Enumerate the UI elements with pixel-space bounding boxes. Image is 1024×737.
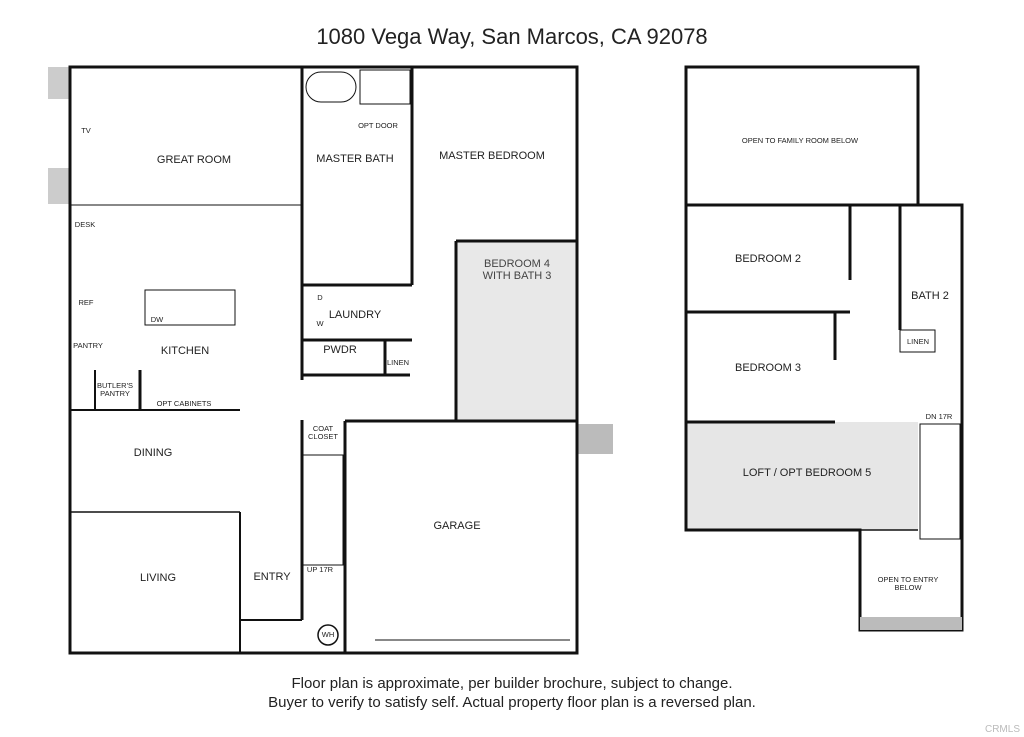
room-laundry: LAUNDRY — [328, 308, 382, 321]
disclaimer-line-2: Buyer to verify to satisfy self. Actual … — [268, 694, 756, 711]
linen-label: LINEN — [386, 357, 410, 367]
second-floor-walls — [684, 65, 964, 632]
room-master-bath: MASTER BATH — [316, 152, 394, 165]
coat-label: COAT — [312, 423, 334, 433]
room-bath-2: BATH 2 — [911, 289, 949, 302]
room-living: LIVING — [139, 571, 177, 584]
tv-label: TV — [81, 125, 91, 135]
dw-label: DW — [150, 314, 164, 324]
washer-label: W — [316, 318, 324, 328]
pantry-label: PANTRY — [73, 340, 103, 350]
room-great-room: GREAT ROOM — [156, 153, 232, 166]
linen-label-upper: LINEN — [906, 336, 930, 346]
first-floor-walls — [48, 65, 613, 655]
butlers-label: BUTLER'S — [96, 380, 134, 390]
room-loft: LOFT / OPT BEDROOM 5 — [742, 466, 872, 479]
stairs-up-label: UP 17R — [306, 564, 334, 574]
desk-label: DESK — [74, 219, 96, 229]
dryer-label: D — [317, 292, 323, 302]
watermark: CRMLS — [984, 724, 1020, 735]
butlers-pantry-label: PANTRY — [100, 389, 130, 398]
room-bedroom-3: BEDROOM 3 — [734, 361, 802, 374]
ref-label: REF — [78, 297, 94, 307]
room-garage: GARAGE — [433, 519, 481, 532]
room-dining: DINING — [133, 446, 173, 459]
bedroom4-label: BEDROOM 4 — [483, 257, 551, 270]
opt-cabinets-label: OPT CABINETS — [156, 398, 212, 408]
disclaimer-line-1: Floor plan is approximate, per builder b… — [291, 675, 733, 692]
open-to-family-room-label: OPEN TO FAMILY ROOM BELOW — [741, 135, 859, 145]
closet-label: CLOSET — [307, 432, 339, 441]
bath3-label: WITH BATH 3 — [482, 270, 552, 282]
room-master-bedroom: MASTER BEDROOM — [439, 149, 545, 162]
room-entry: ENTRY — [253, 570, 291, 583]
open-entry-line1: OPEN TO ENTRY — [877, 574, 939, 584]
room-powder: PWDR — [323, 343, 357, 356]
room-kitchen: KITCHEN — [160, 344, 210, 357]
opt-door-label: OPT DOOR — [358, 120, 398, 130]
page-title: 1080 Vega Way, San Marcos, CA 92078 — [316, 24, 708, 49]
open-entry-line2: BELOW — [894, 583, 922, 592]
room-bedroom-2: BEDROOM 2 — [734, 252, 802, 265]
water-heater-label: WH — [321, 629, 335, 639]
stairs-down-label: DN 17R — [925, 411, 953, 421]
